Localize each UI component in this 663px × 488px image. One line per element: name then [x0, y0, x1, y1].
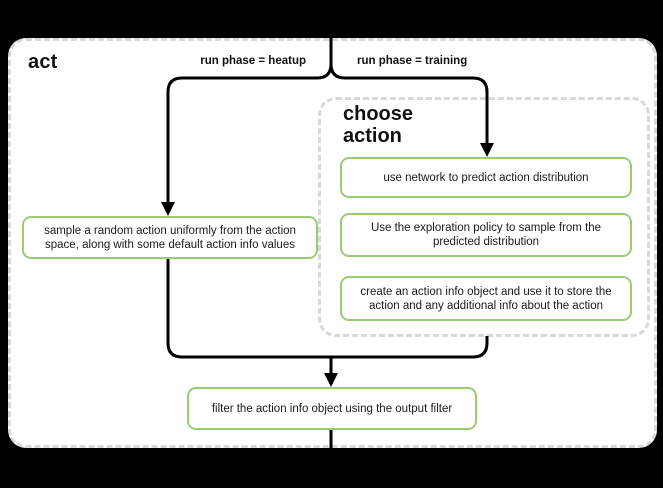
node-create-action-info: create an action info object and use it …	[340, 276, 632, 321]
edge-label-training: run phase = training	[357, 55, 468, 67]
node-sample-random-action: sample a random action uniformly from th…	[22, 216, 318, 259]
node-filter-output: filter the action info object using the …	[187, 387, 477, 430]
node-exploration-policy: Use the exploration policy to sample fro…	[340, 213, 632, 257]
node-use-network: use network to predict action distributi…	[340, 157, 632, 198]
edge-label-heatup: run phase = heatup	[200, 55, 306, 67]
choose-action-title: choose action	[343, 103, 414, 147]
act-title: act	[28, 51, 58, 73]
